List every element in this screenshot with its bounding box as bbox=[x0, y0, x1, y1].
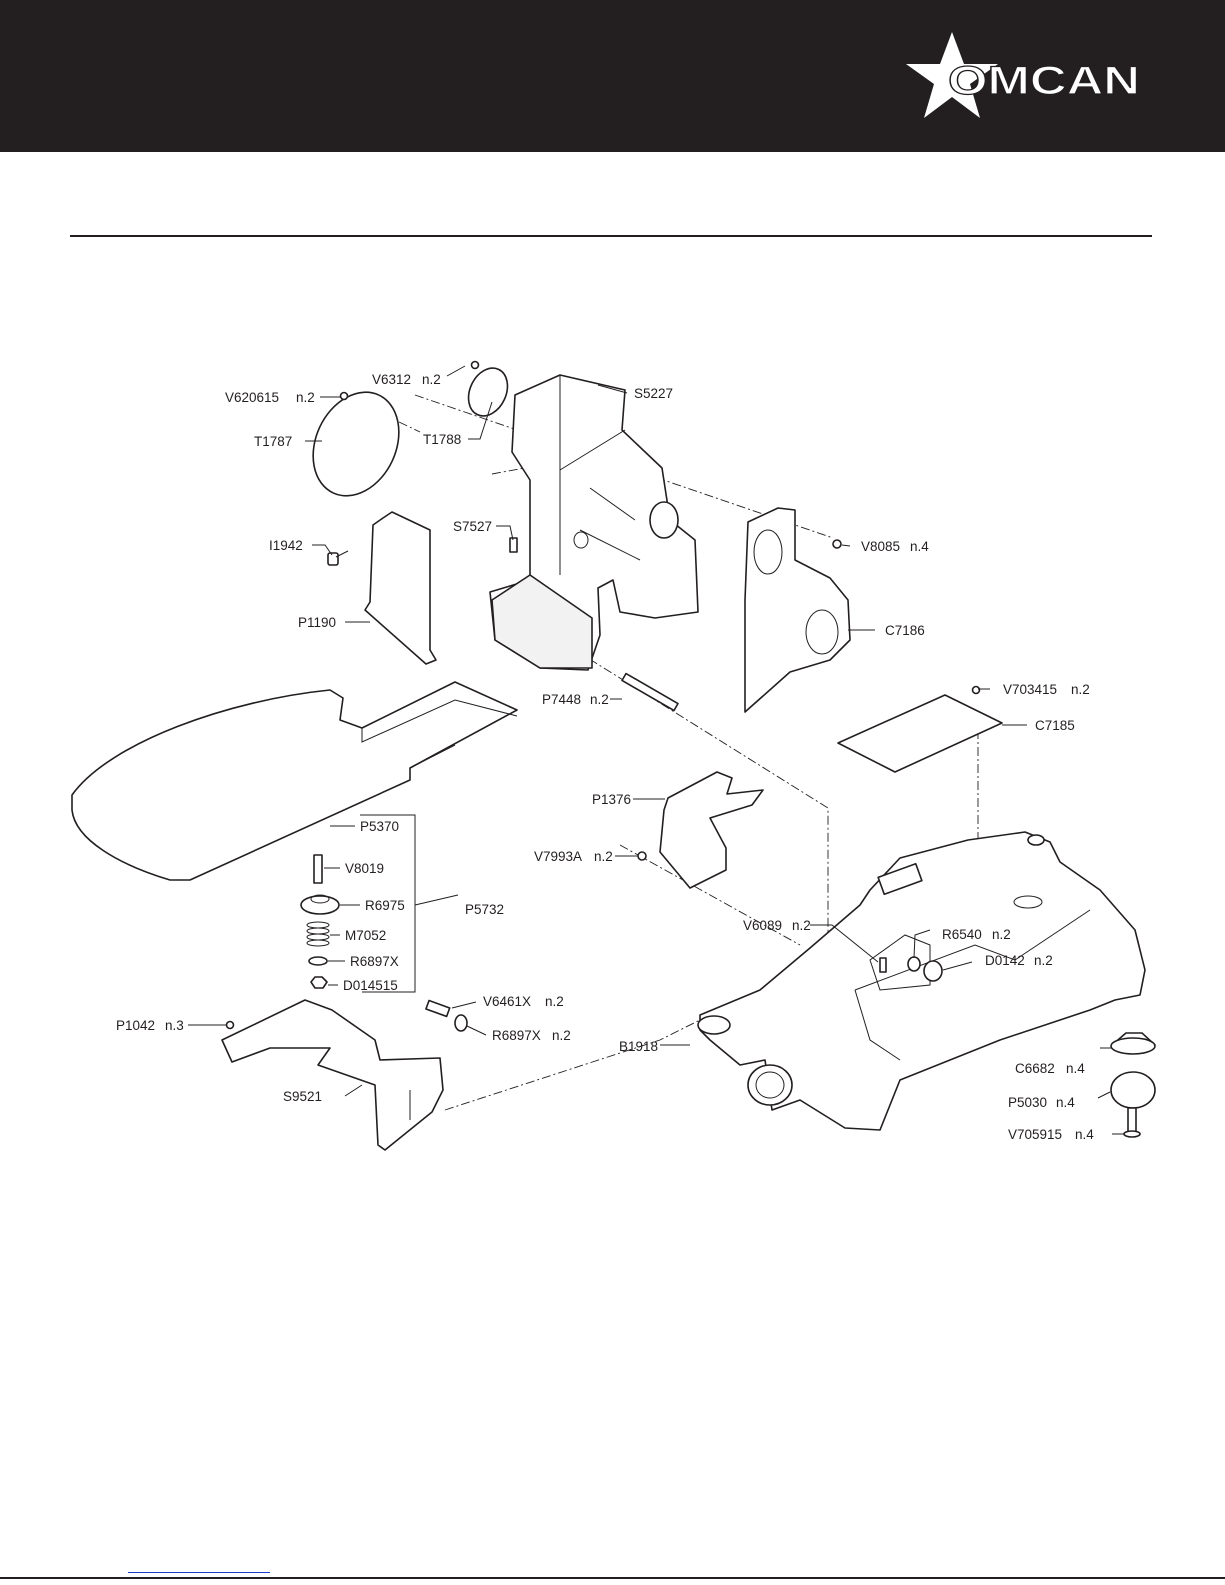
label-t1787: T1787 bbox=[254, 434, 292, 449]
washer-r6897x-2 bbox=[455, 1015, 467, 1031]
label-c7185: C7185 bbox=[1035, 718, 1075, 733]
label-v6089: V6089 bbox=[743, 918, 782, 933]
washer-r6540 bbox=[908, 957, 920, 971]
part-s5227-column bbox=[490, 375, 698, 670]
label-v6461x: V6461X bbox=[483, 994, 531, 1009]
label-p1190: P1190 bbox=[298, 615, 336, 630]
screw-v6312 bbox=[472, 362, 479, 369]
label-c6682-qty: n.4 bbox=[1066, 1061, 1085, 1076]
label-p5732: P5732 bbox=[465, 902, 504, 917]
label-p1376: P1376 bbox=[592, 792, 631, 807]
label-s9521: S9521 bbox=[283, 1089, 322, 1104]
label-r6540: R6540 bbox=[942, 927, 982, 942]
label-v703415-qty: n.2 bbox=[1071, 682, 1090, 697]
screw-v8085 bbox=[833, 540, 841, 548]
label-r6897x-2-qty: n.2 bbox=[552, 1028, 571, 1043]
label-m7052: M7052 bbox=[345, 928, 386, 943]
label-r6897x: R6897X bbox=[350, 954, 399, 969]
label-v8019: V8019 bbox=[345, 861, 384, 876]
label-p7448: P7448 bbox=[542, 692, 581, 707]
foot-c6682 bbox=[1111, 1033, 1155, 1054]
screw-v620615 bbox=[341, 393, 348, 400]
part-p5732-stack bbox=[301, 855, 339, 988]
label-v705915: V705915 bbox=[1008, 1127, 1062, 1142]
label-v8085: V8085 bbox=[861, 539, 900, 554]
foot-p5030 bbox=[1111, 1072, 1155, 1108]
screw-v8019 bbox=[314, 855, 322, 883]
label-v6089-qty: n.2 bbox=[792, 918, 811, 933]
label-p5030: P5030 bbox=[1008, 1095, 1047, 1110]
label-i1942: I1942 bbox=[269, 538, 303, 553]
label-t1788: T1788 bbox=[423, 432, 461, 447]
label-v8085-qty: n.4 bbox=[910, 539, 929, 554]
part-s9521-bracket bbox=[222, 1000, 443, 1150]
screw-v7993a bbox=[638, 852, 646, 860]
part-p5370-tray bbox=[72, 682, 517, 880]
label-c6682: C6682 bbox=[1015, 1061, 1055, 1076]
bolt-v6461x bbox=[426, 1000, 450, 1016]
label-r6540-qty: n.2 bbox=[992, 927, 1011, 942]
label-r6897x-2: R6897X bbox=[492, 1028, 541, 1043]
label-v620615-qty: n.2 bbox=[296, 390, 315, 405]
label-p5370: P5370 bbox=[360, 819, 399, 834]
part-p1190-plate bbox=[365, 512, 436, 664]
label-c7186: C7186 bbox=[885, 623, 925, 638]
label-r6975: R6975 bbox=[365, 898, 405, 913]
label-p1042-qty: n.3 bbox=[165, 1018, 184, 1033]
footer-link-underline[interactable] bbox=[128, 1572, 270, 1573]
part-s7527-screw bbox=[510, 538, 517, 552]
label-v705915-qty: n.4 bbox=[1075, 1127, 1094, 1142]
label-p5030-qty: n.4 bbox=[1056, 1095, 1075, 1110]
nut-d014515 bbox=[311, 977, 327, 988]
part-p1376-bracket bbox=[660, 772, 763, 888]
washer-r6897x bbox=[309, 957, 327, 965]
label-d014515: D014515 bbox=[343, 978, 398, 993]
label-d0142: D0142 bbox=[985, 953, 1025, 968]
label-d0142-qty: n.2 bbox=[1034, 953, 1053, 968]
part-p7448-rod bbox=[622, 674, 678, 711]
knob-r6975 bbox=[301, 896, 339, 914]
footer-rule bbox=[0, 1577, 1225, 1579]
part-c7186-plate bbox=[745, 508, 850, 712]
nut-d0142 bbox=[924, 961, 942, 981]
label-p1042: P1042 bbox=[116, 1018, 155, 1033]
label-v7993a: V7993A bbox=[534, 849, 582, 864]
part-c7185-plate bbox=[838, 687, 1002, 773]
label-v6461x-qty: n.2 bbox=[545, 994, 564, 1009]
label-v620615: V620615 bbox=[225, 390, 279, 405]
label-s5227: S5227 bbox=[634, 386, 673, 401]
screw-p1042 bbox=[227, 1022, 234, 1029]
label-v6312: V6312 bbox=[372, 372, 411, 387]
spring-m7052 bbox=[307, 922, 329, 946]
label-p7448-qty: n.2 bbox=[590, 692, 609, 707]
label-v6312-qty: n.2 bbox=[422, 372, 441, 387]
screw-v6089 bbox=[880, 958, 886, 972]
label-b1918: B1918 bbox=[619, 1039, 658, 1054]
screw-v705915 bbox=[1124, 1108, 1140, 1137]
label-v703415: V703415 bbox=[1003, 682, 1057, 697]
label-v7993a-qty: n.2 bbox=[594, 849, 613, 864]
label-s7527: S7527 bbox=[453, 519, 492, 534]
part-b1918-base bbox=[698, 832, 1145, 1130]
